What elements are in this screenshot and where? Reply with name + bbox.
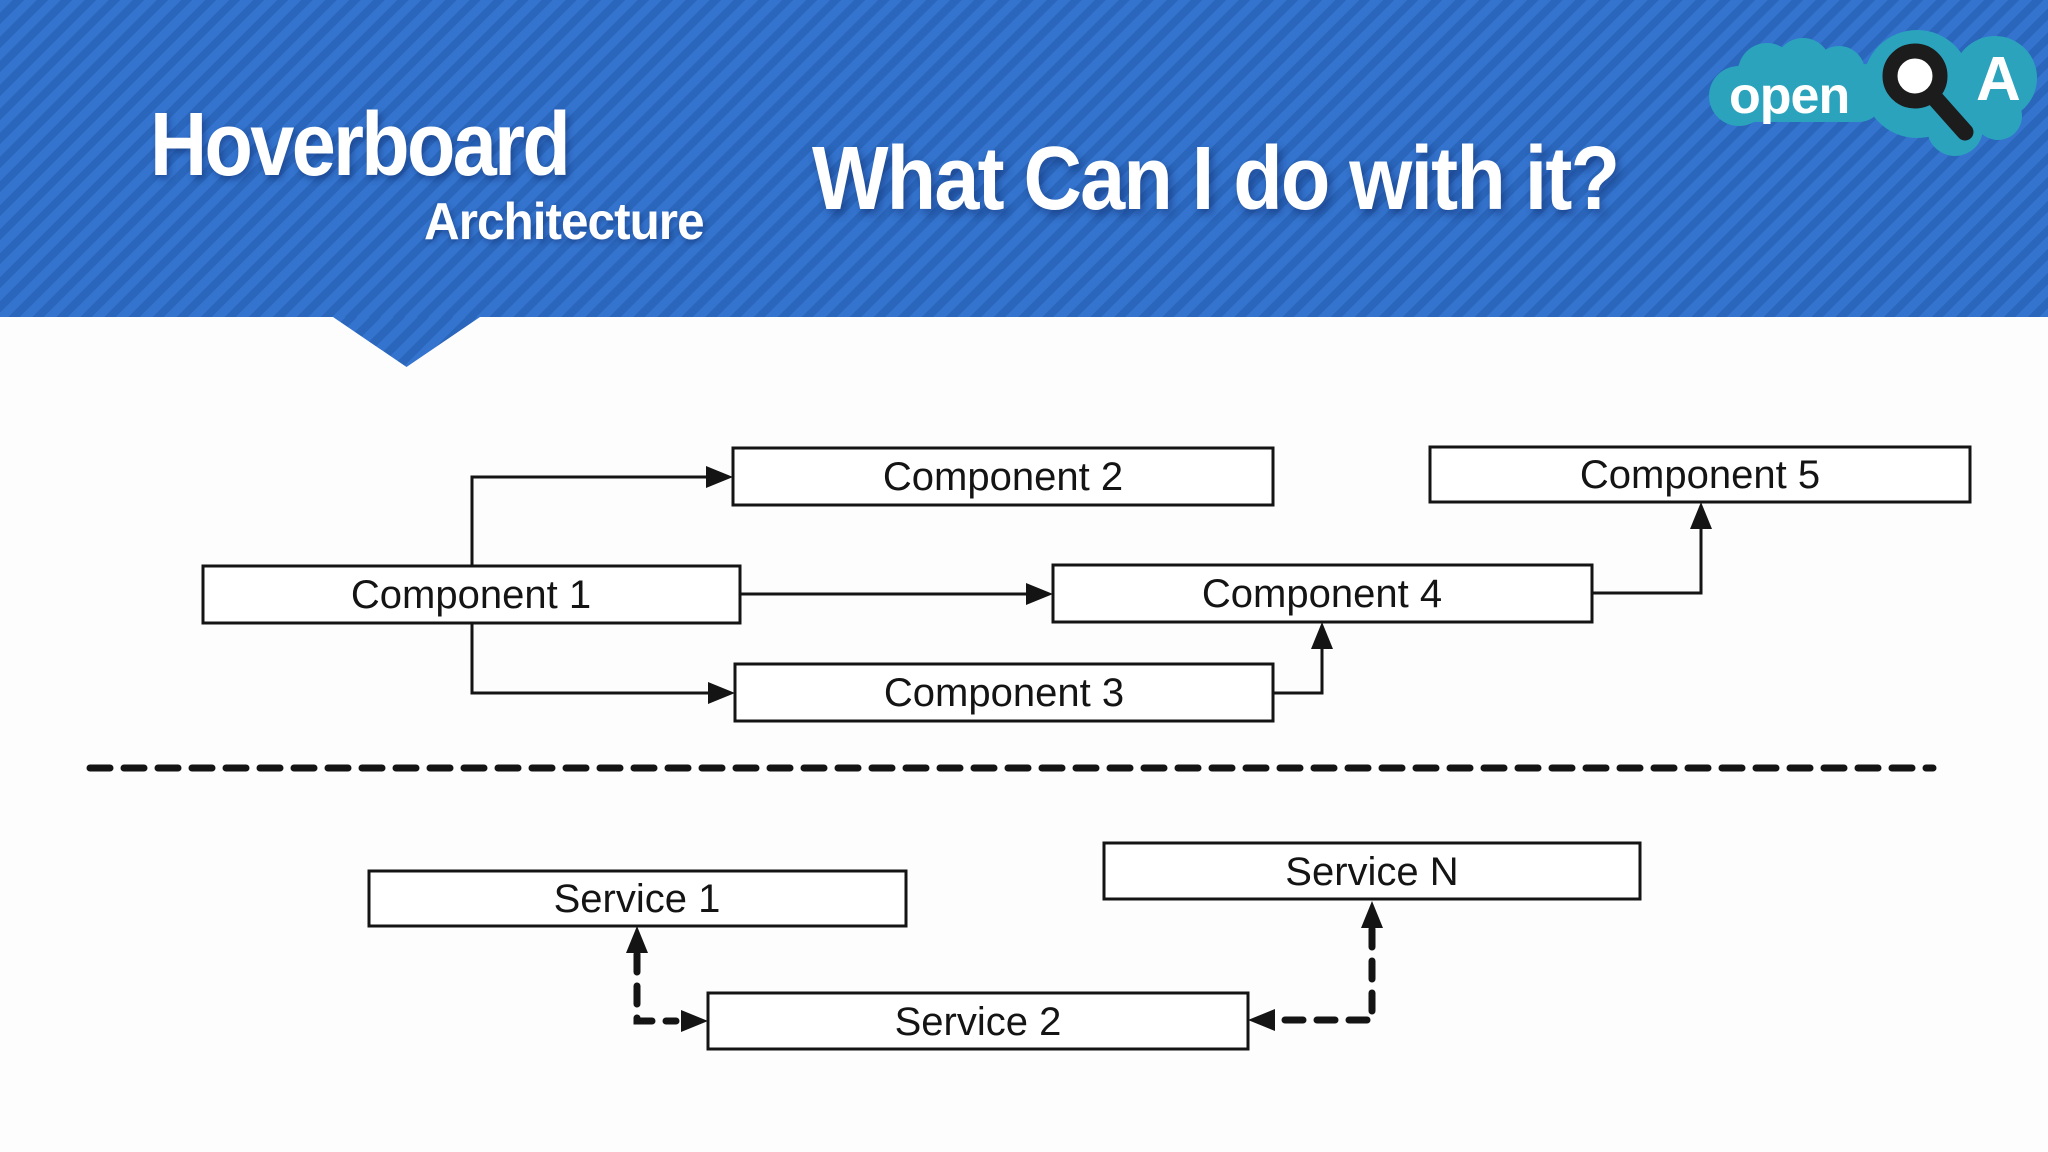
arrowhead-into-serviceN-bottom: [1361, 901, 1383, 928]
node-component-4: Component 4: [1051, 563, 1594, 624]
arrowhead-into-component4-left: [1026, 583, 1053, 605]
slide-header: Hoverboard Architecture What Can I do wi…: [0, 0, 2048, 317]
component-1-box: [201, 564, 742, 625]
component-2-label: Component 2: [883, 455, 1123, 499]
component-4-box: [1051, 563, 1594, 624]
arrow-component3-to-component4: [1273, 647, 1324, 695]
component-5-box: [1428, 445, 1972, 504]
arrowhead-into-component4-bottom: [1311, 622, 1333, 649]
component-4-label: Component 4: [1202, 572, 1442, 616]
component-3-label: Component 3: [884, 671, 1124, 715]
arrow-component4-to-component5: [1592, 527, 1703, 595]
openqa-logo: open A: [1695, 16, 2043, 168]
node-component-3: Component 3: [733, 662, 1275, 723]
node-component-1: Component 1: [201, 564, 742, 625]
logo-a-text: A: [1976, 45, 2021, 114]
arrow-component1-to-component3: [470, 623, 710, 695]
component-2-box: [731, 446, 1275, 507]
arrowhead-into-service2-left: [681, 1010, 708, 1032]
node-component-2: Component 2: [731, 446, 1275, 507]
component-3-box: [733, 662, 1275, 723]
magnifier-q-icon: [1882, 43, 1974, 141]
logo-open-text: open: [1729, 67, 1849, 125]
arrowhead-into-component2: [706, 466, 733, 488]
arrowhead-into-component3: [708, 682, 735, 704]
slide-title: Hoverboard: [150, 95, 571, 195]
service-2-label: Service 2: [895, 1000, 1062, 1044]
component-5-label: Component 5: [1580, 453, 1820, 497]
service-n-box: [1102, 841, 1642, 901]
node-service-1: Service 1: [367, 869, 908, 928]
dashed-arrow-service1-service2: [633, 950, 680, 1025]
service-1-label: Service 1: [554, 877, 721, 921]
node-component-5: Component 5: [1428, 445, 1972, 504]
component-1-label: Component 1: [351, 573, 591, 617]
arrowhead-into-service2-right: [1248, 1009, 1275, 1031]
arrowhead-into-component5-bottom: [1690, 502, 1712, 529]
dashed-arrow-serviceN-service2: [1276, 925, 1376, 1024]
service-1-box: [367, 869, 908, 928]
service-2-box: [706, 991, 1250, 1051]
node-service-n: Service N: [1102, 841, 1642, 901]
service-n-label: Service N: [1285, 850, 1458, 894]
arrowhead-into-service1-bottom: [626, 926, 648, 953]
node-service-2: Service 2: [706, 991, 1250, 1051]
arrow-component1-to-component2: [470, 475, 708, 566]
slide-heading: What Can I do with it?: [812, 129, 1620, 229]
slide-subtitle: Architecture: [424, 193, 705, 251]
